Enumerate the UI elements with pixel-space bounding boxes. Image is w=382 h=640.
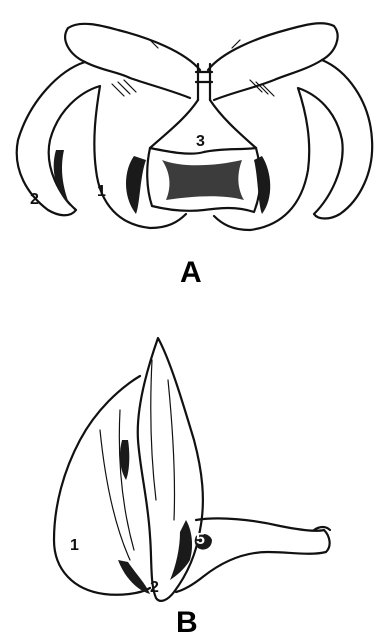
panel-b-label: B: [176, 606, 198, 639]
panel-b-callout-2: 2: [150, 579, 159, 596]
panel-b-drawing: [54, 338, 330, 601]
panel-a-left-hook-shading: [54, 150, 70, 206]
panel-b-shadow-base: [118, 560, 150, 594]
panel-b-ramus: [138, 338, 203, 601]
panel-a-body-shading: [162, 160, 244, 200]
panel-b-posterior-plate: [54, 376, 150, 595]
panel-a-callout-2: 2: [30, 191, 39, 208]
panel-b-shadow-process: [170, 520, 192, 580]
panel-a-left-shading: [126, 156, 146, 214]
panel-a-central-stalk: [196, 64, 212, 100]
panel-a-drawing: [17, 23, 372, 230]
panel-a-callout-3: 3: [196, 133, 205, 150]
panel-a-label: A: [180, 256, 202, 289]
panel-b-ridges: [100, 360, 175, 560]
panel-b-callout-5: 5: [196, 531, 205, 548]
panel-a-callout-1: 1: [97, 183, 106, 200]
panel-b-callout-1: 1: [70, 537, 79, 554]
panel-a-left-hook: [85, 62, 190, 98]
